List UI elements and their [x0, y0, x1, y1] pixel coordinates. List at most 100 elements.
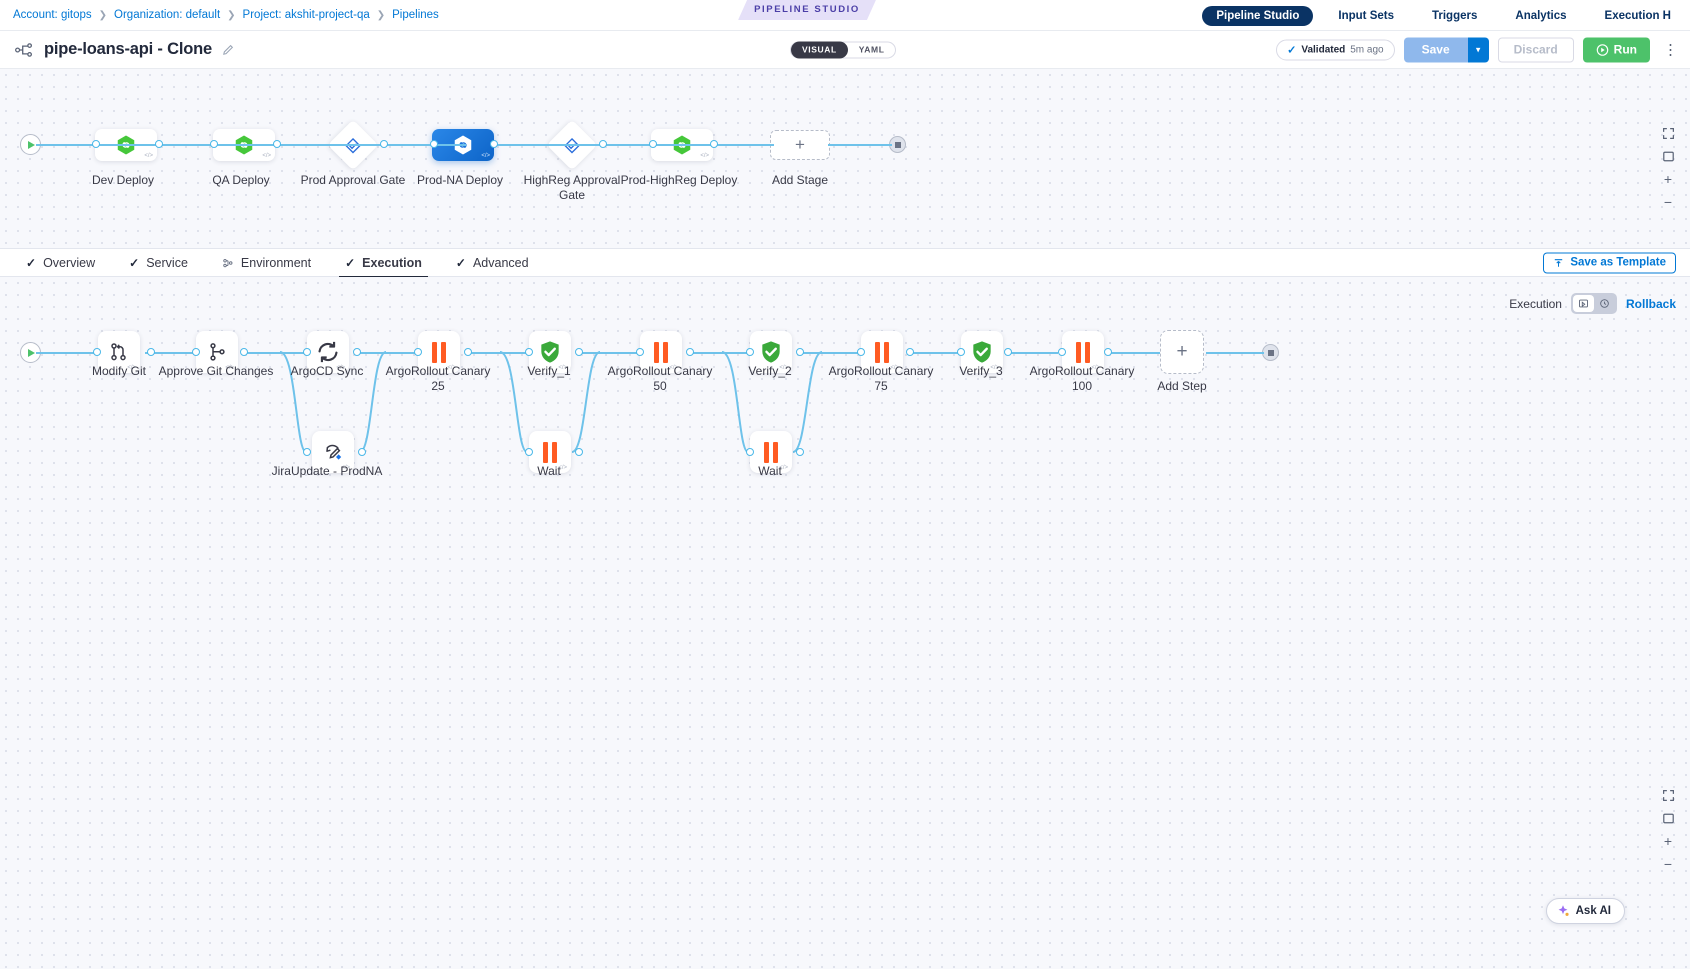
play-circle-icon	[1596, 43, 1608, 56]
pipeline-icon	[15, 42, 32, 57]
pipeline-start-node[interactable]	[20, 134, 41, 155]
chevron-down-icon[interactable]: ▾	[1467, 37, 1489, 62]
step-node-wait-2[interactable]: </>	[750, 431, 792, 473]
step-node-verify-1[interactable]: </>	[529, 331, 571, 373]
execution-rollback-toggle[interactable]	[1570, 293, 1617, 314]
nav-input-sets[interactable]: Input Sets	[1338, 9, 1394, 22]
step-label: Modify Git	[91, 364, 146, 378]
add-step-button[interactable]: +	[1160, 330, 1204, 374]
toggle-execution-icon[interactable]	[1572, 295, 1594, 312]
execution-toggle-label: Execution	[1509, 296, 1562, 311]
step-node-argorollout-canary-100[interactable]: </>	[1062, 331, 1104, 373]
stage-port	[430, 140, 438, 148]
tab-overview[interactable]: ✓ Overview	[12, 249, 109, 277]
code-icon: </>	[558, 365, 567, 371]
code-icon: </>	[447, 365, 456, 371]
code-icon: </>	[890, 365, 899, 371]
step-node-verify-2[interactable]: </>	[750, 331, 792, 373]
toggle-rollback-icon[interactable]	[1594, 295, 1615, 312]
code-icon: </>	[669, 365, 678, 371]
page-title: pipe-loans-api - Clone	[44, 40, 212, 58]
step-port	[240, 348, 248, 356]
step-link	[1006, 352, 1058, 354]
step-node-approve-git-changes[interactable]: </>	[196, 331, 238, 373]
tab-environment[interactable]: Environment	[208, 249, 325, 277]
toggle-option-yaml[interactable]: YAML	[858, 44, 885, 54]
step-node-argorollout-canary-25[interactable]: </>	[418, 331, 460, 373]
step-link	[798, 352, 859, 354]
step-node-argorollout-canary-75[interactable]: </>	[861, 331, 903, 373]
nav-pipeline-studio[interactable]: Pipeline Studio	[1202, 5, 1314, 26]
fit-to-screen-icon[interactable]	[1660, 810, 1676, 826]
code-icon: </>	[262, 153, 271, 159]
zoom-out-icon[interactable]: −	[1663, 194, 1673, 210]
tab-advanced[interactable]: ✓ Advanced	[442, 249, 543, 277]
breadcrumb-pipelines[interactable]: Pipelines	[392, 9, 439, 21]
pipeline-studio-tag: PIPELINE STUDIO	[738, 0, 876, 20]
ask-ai-button[interactable]: Ask AI	[1545, 898, 1625, 924]
tab-overview-label: Overview	[43, 255, 96, 270]
nav-analytics[interactable]: Analytics	[1515, 9, 1567, 22]
tab-execution[interactable]: ✓ Execution	[331, 249, 436, 278]
code-icon: </>	[779, 365, 788, 371]
step-link	[687, 352, 748, 354]
fullscreen-icon[interactable]	[1660, 787, 1676, 803]
nav-triggers[interactable]: Triggers	[1432, 9, 1478, 22]
tab-environment-label: Environment	[240, 255, 312, 270]
execution-end-node[interactable]	[1262, 344, 1279, 361]
visual-yaml-toggle[interactable]: VISUAL YAML	[790, 41, 897, 58]
step-port	[525, 448, 533, 456]
breadcrumb-project[interactable]: Project: akshit-project-qa	[242, 9, 370, 21]
zoom-out-icon[interactable]: −	[1663, 856, 1673, 872]
stage-canvas[interactable]: </> Dev Deploy </> QA Deploy Prod Approv…	[0, 69, 1690, 249]
more-options-icon[interactable]: ⋮	[1663, 41, 1678, 58]
stage-label: Prod-NA Deploy	[416, 173, 504, 187]
add-stage-button[interactable]: +	[770, 130, 830, 160]
step-node-verify-3[interactable]: </>	[961, 331, 1003, 373]
step-port	[575, 348, 583, 356]
step-node-argorollout-canary-50[interactable]: </>	[640, 331, 682, 373]
run-button[interactable]: Run	[1582, 37, 1650, 62]
step-node-wait-1[interactable]: </>	[529, 431, 571, 473]
save-button-label[interactable]: Save	[1403, 37, 1468, 62]
execution-step-canvas[interactable]: Execution Rollback	[0, 277, 1690, 969]
step-node-modify-git[interactable]: </>	[98, 331, 140, 373]
rollback-toggle-label[interactable]: Rollback	[1625, 296, 1676, 311]
save-button[interactable]: Save ▾	[1403, 37, 1489, 62]
fit-to-screen-icon[interactable]	[1660, 148, 1676, 164]
step-link	[242, 352, 305, 354]
sparkle-icon	[1558, 905, 1569, 916]
step-port	[636, 348, 644, 356]
pipeline-end-node[interactable]	[889, 136, 906, 153]
nav-execution-history[interactable]: Execution H	[1604, 9, 1671, 22]
step-port	[1104, 348, 1112, 356]
fullscreen-icon[interactable]	[1660, 125, 1676, 141]
code-icon: </>	[990, 365, 999, 371]
step-port	[303, 448, 311, 456]
stage-link	[604, 144, 714, 146]
pipeline-header: pipe-loans-api - Clone VISUAL YAML ✓ Val…	[0, 31, 1690, 69]
tab-service[interactable]: ✓ Service	[115, 249, 202, 277]
breadcrumb-account[interactable]: Account: gitops	[13, 9, 92, 21]
step-node-jiraupdate-prodna[interactable]: </>	[312, 431, 354, 473]
step-link	[466, 352, 527, 354]
execution-rollback-toolbar: Execution Rollback	[1509, 293, 1676, 314]
breadcrumb-organization[interactable]: Organization: default	[114, 9, 221, 21]
toggle-option-visual[interactable]: VISUAL	[791, 41, 848, 58]
save-as-template-button[interactable]: Save as Template	[1543, 252, 1676, 273]
template-upload-icon	[1555, 258, 1563, 267]
code-icon: </>	[341, 465, 350, 471]
check-icon: ✓	[1287, 44, 1297, 56]
git-merge-icon	[210, 343, 225, 361]
breadcrumb-separator-icon: ❯	[227, 9, 236, 21]
step-node-argocd-sync[interactable]: </>	[307, 331, 349, 373]
status-badge[interactable]: ✓ Validated 5m ago	[1276, 39, 1395, 60]
zoom-in-icon[interactable]: +	[1663, 833, 1673, 849]
shield-check-icon	[541, 341, 559, 363]
step-label: ArgoRollout Canary 100	[1029, 364, 1135, 393]
stage-canvas-controls: + −	[1660, 125, 1676, 210]
pencil-icon[interactable]	[222, 44, 234, 56]
zoom-in-icon[interactable]: +	[1663, 171, 1673, 187]
stage-port	[380, 140, 388, 148]
discard-button[interactable]: Discard	[1497, 37, 1574, 62]
